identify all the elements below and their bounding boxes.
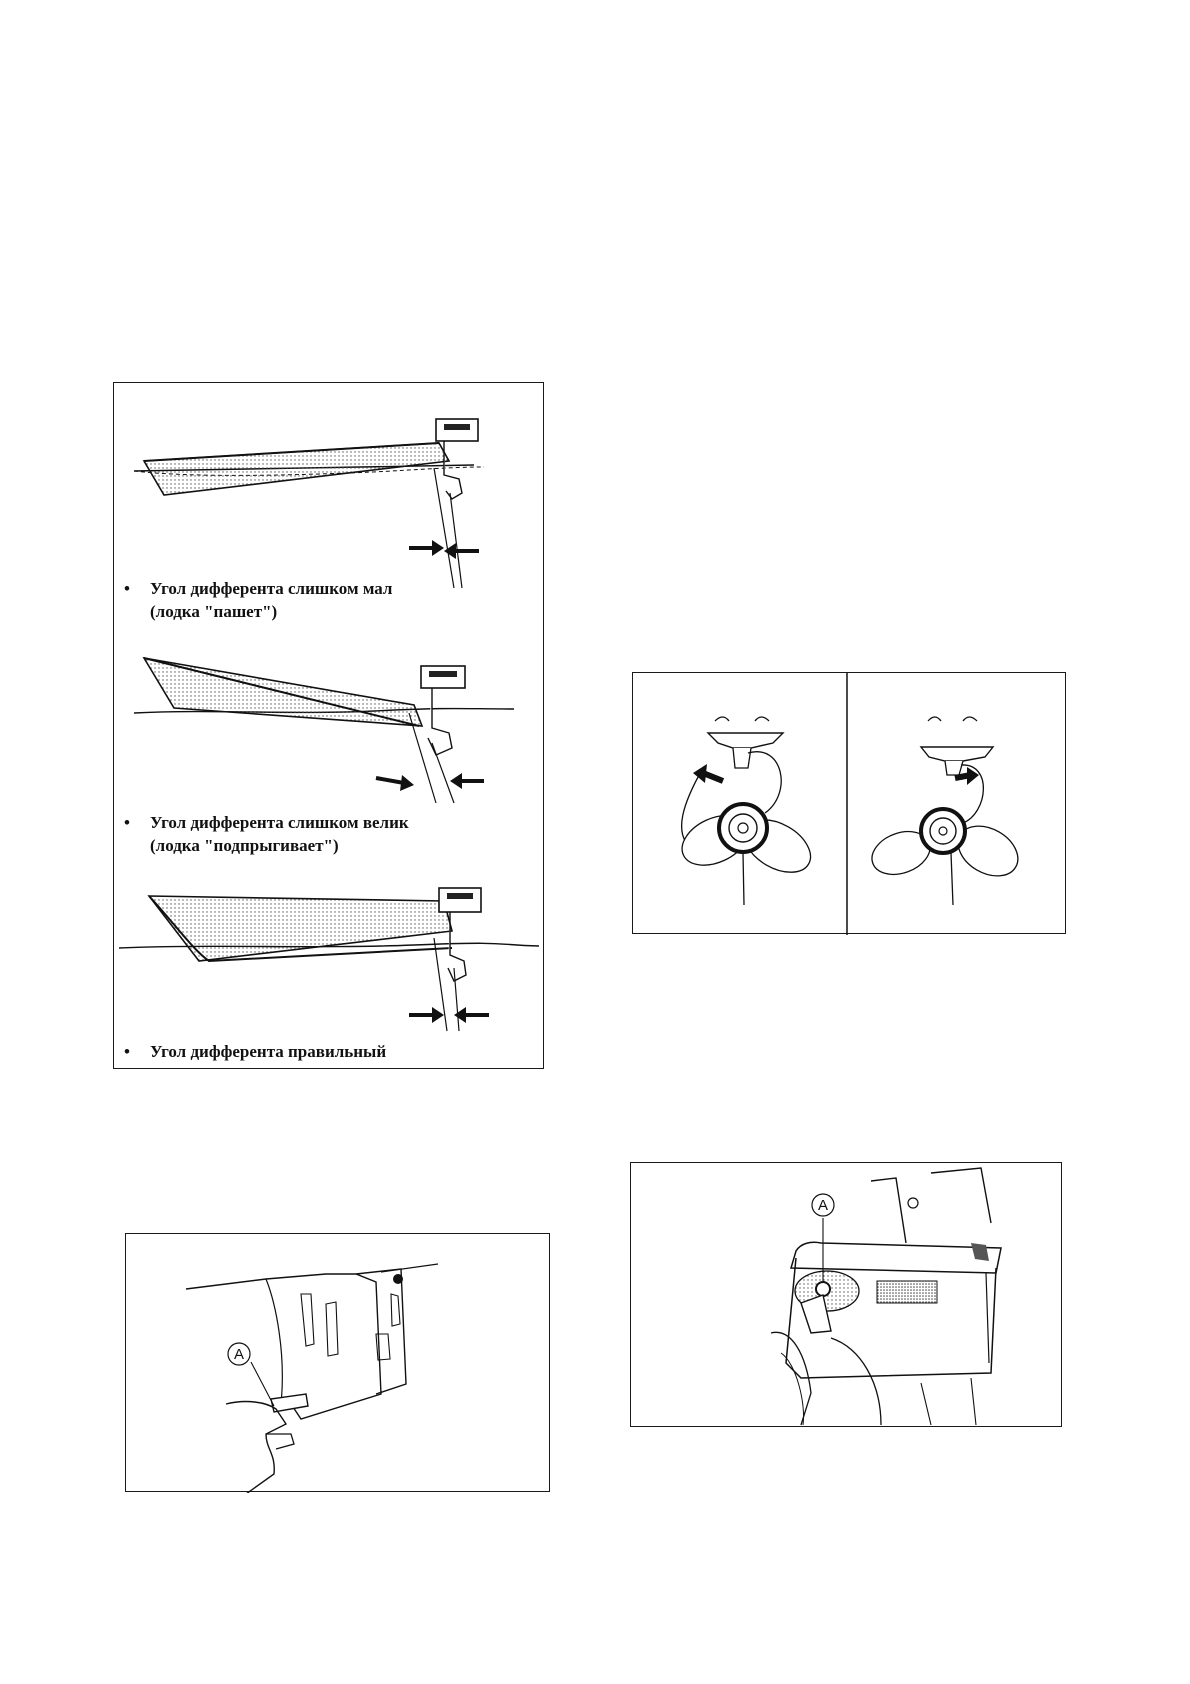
clamp-screw-panel: A [125, 1233, 550, 1493]
callout-plug-a: A [818, 1197, 828, 1214]
caption-trim-too-low: • Угол дифферента слишком мал (лодка "паш… [124, 577, 392, 623]
caption-trim-correct: • Угол дифферента правильный [124, 1040, 386, 1063]
bullet: • [124, 813, 130, 832]
drain-plug-illustration: A [770, 1167, 1002, 1426]
caption-trim-too-low-line2: (лодка "пашет") [150, 602, 278, 621]
boat-bow-up-illustration [133, 656, 515, 804]
caption-trim-too-high-line2: (лодка "подпрыгивает") [150, 836, 339, 855]
caption-trim-too-high: • Угол дифферента слишком велик (лодка "п… [124, 811, 409, 857]
trim-angle-panel: • Угол дифферента слишком мал (лодка "паш… [113, 382, 544, 1069]
clamp-screw-illustration: A [185, 1263, 439, 1493]
trim-angle-illustrations [118, 418, 540, 1032]
caption-trim-correct-line1: Угол дифферента правильный [150, 1042, 387, 1061]
propeller-illustrations [681, 673, 1019, 935]
drain-plug-panel: A [630, 1162, 1062, 1427]
bullet: • [124, 1042, 130, 1061]
propeller-rotation-panel [632, 672, 1066, 935]
bullet: • [124, 579, 130, 598]
propeller-right-illustration [871, 716, 1019, 906]
propeller-left-illustration [681, 716, 812, 906]
boat-bow-down-illustration [133, 418, 485, 589]
boat-correct-trim-illustration [118, 887, 540, 1032]
caption-trim-too-low-line1: Угол дифферента слишком мал [150, 579, 393, 598]
callout-clamp-a: A [234, 1346, 244, 1363]
caption-trim-too-high-line1: Угол дифферента слишком велик [150, 813, 409, 832]
